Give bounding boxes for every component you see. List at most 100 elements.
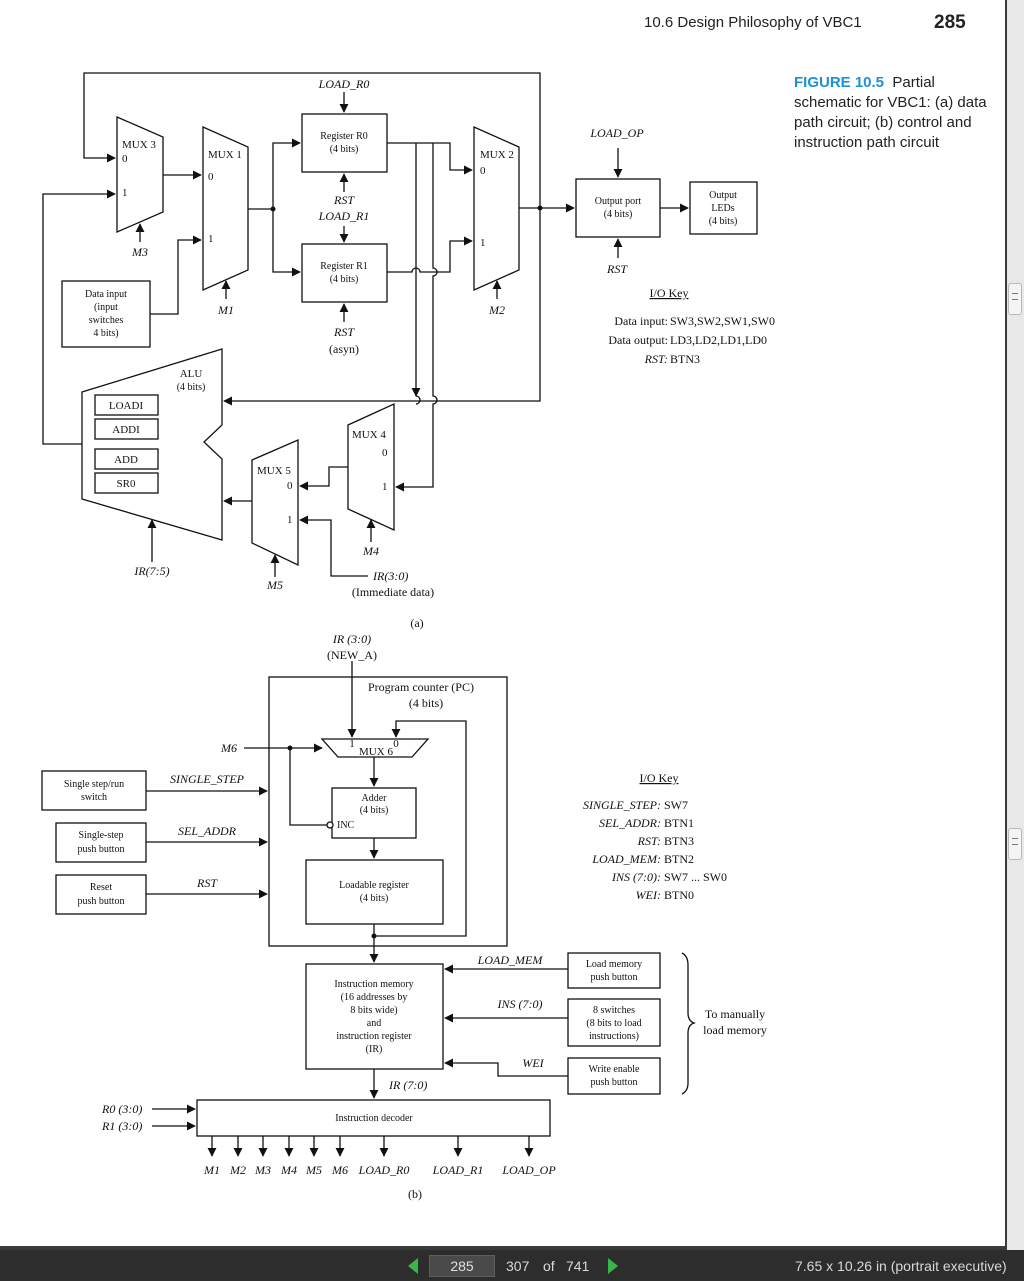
io-key-b-v3: BTN2 [664, 852, 694, 866]
running-head: 10.6 Design Philosophy of VBC1 [644, 14, 862, 31]
output-leds-l3: (4 bits) [709, 216, 738, 227]
asyn-label: (asyn) [329, 342, 359, 356]
bottom-toolbar: 307 of 741 7.65 x 10.26 in (portrait exe… [0, 1250, 1024, 1281]
load-r0-label: LOAD_R0 [318, 77, 370, 91]
alu-op-addi: ADDI [112, 424, 140, 436]
figure-label: FIGURE 10.5 [794, 74, 885, 91]
manual-l1: To manually [705, 1007, 765, 1021]
pdf-page: 10.6 Design Philosophy of VBC1 285 FIGUR… [0, 0, 1005, 1246]
vertical-scrollbar[interactable] [1007, 0, 1024, 1250]
page-number-input[interactable] [429, 1255, 495, 1277]
m5-label: M5 [266, 578, 283, 592]
mux5-label: MUX 5 [257, 465, 291, 477]
memory-brace [681, 952, 697, 1095]
data-input-l4: 4 bits) [93, 328, 118, 339]
output-leds-l2: LEDs [711, 203, 734, 214]
io-key-b-v4: SW7 ... SW0 [664, 870, 727, 884]
switches-box-l3: instructions) [589, 1031, 639, 1042]
ir30-label: IR(3:0) [372, 569, 408, 583]
output-leds: Output LEDs (4 bits) [689, 181, 758, 235]
mux6-in1: 1 [349, 738, 355, 750]
next-page-arrow-icon[interactable] [608, 1258, 618, 1274]
io-key-b-k2: RST: [637, 834, 661, 848]
physical-page-number: 307 [506, 1258, 530, 1274]
mux2: MUX 2 0 1 [473, 125, 520, 292]
data-input-box: Data input (input switches 4 bits) [61, 280, 151, 348]
mux5-in0: 0 [287, 480, 293, 492]
mux2-in0: 0 [480, 165, 486, 177]
io-key-a-k0: Data input: [614, 314, 668, 328]
imem-l3: 8 bits wide) [350, 1005, 397, 1016]
pc-label: Program counter (PC) [368, 680, 474, 694]
mux4-in0: 0 [382, 447, 388, 459]
data-input-l2: (input [94, 302, 118, 313]
io-key-b-v0: SW7 [664, 798, 688, 812]
ir-newa-label: IR (3:0) [332, 632, 371, 646]
alu-op-loadi: LOADI [109, 400, 144, 412]
load-mem-label: LOAD_MEM [477, 953, 544, 967]
io-key-b-k4: INS (7:0): [611, 870, 661, 884]
program-counter: Program counter (PC) (4 bits) [268, 676, 508, 947]
output-port: Output port (4 bits) [575, 178, 661, 238]
immediate-label: (Immediate data) [352, 585, 434, 599]
control-input-boxes: Single step/run switch Single-step push … [41, 770, 147, 915]
io-key-a: I/O Key Data input: SW3,SW2,SW1,SW0 Data… [608, 286, 775, 366]
out-load-op: LOAD_OP [501, 1163, 556, 1177]
alu-op-sr0: SR0 [117, 478, 136, 490]
mux3-label: MUX 3 [122, 139, 156, 151]
out-m5: M5 [305, 1163, 322, 1177]
prev-page-arrow-icon[interactable] [408, 1258, 418, 1274]
sublabel-b: (b) [408, 1187, 422, 1201]
single-step-box-l2: switch [81, 792, 107, 803]
mux1: MUX 1 0 1 [202, 125, 249, 292]
document-viewer: 10.6 Design Philosophy of VBC1 285 FIGUR… [0, 0, 1024, 1250]
imem-l5: instruction register [336, 1031, 412, 1042]
mux3-in0: 0 [122, 153, 128, 165]
wires-b [146, 661, 568, 1157]
out-load-r1: LOAD_R1 [432, 1163, 484, 1177]
io-key-a-k2: RST: [644, 352, 668, 366]
mux4: MUX 4 0 1 [347, 402, 395, 532]
alu-op-add: ADD [114, 454, 138, 466]
imem-l6: (IR) [366, 1044, 383, 1055]
out-m3: M3 [254, 1163, 271, 1177]
sel-addr-box-l2: push button [78, 844, 125, 855]
out-m2: M2 [229, 1163, 246, 1177]
io-key-a-v0: SW3,SW2,SW1,SW0 [670, 314, 775, 328]
newa-label: (NEW_A) [327, 648, 377, 662]
io-key-b-v1: BTN1 [664, 816, 694, 830]
instruction-memory: Instruction memory (16 addresses by 8 bi… [305, 963, 444, 1070]
io-key-b-k0: SINGLE_STEP: [583, 798, 661, 812]
m3-label: M3 [131, 245, 148, 259]
m1-label: M1 [217, 303, 234, 317]
scroll-thumb-upper[interactable] [1008, 283, 1022, 315]
mux3-in1: 1 [122, 187, 128, 199]
figure-caption: FIGURE 10.5 Partial schematic for VBC1: … [794, 73, 994, 153]
register-r1: Register R1 (4 bits) [301, 243, 388, 303]
r0-in-label: R0 (3:0) [101, 1102, 142, 1116]
out-load-r0: LOAD_R0 [358, 1163, 410, 1177]
switches-box-l1: 8 switches [593, 1005, 635, 1016]
load-mem-box-l1: Load memory [586, 959, 642, 970]
figure-caption-text: Partial schematic for VBC1: (a) data pat… [794, 74, 987, 151]
alu: ALU (4 bits) LOADI ADDI ADD SR0 [81, 348, 223, 541]
out-m6: M6 [331, 1163, 348, 1177]
mux6-in0: 0 [393, 738, 399, 750]
io-key-b-v2: BTN3 [664, 834, 694, 848]
load-r1-label: LOAD_R1 [318, 209, 370, 223]
mux2-label: MUX 2 [480, 149, 514, 161]
mux2-in1: 1 [480, 237, 486, 249]
sublabel-a: (a) [410, 616, 423, 630]
out-m4: M4 [280, 1163, 297, 1177]
output-port-bits: (4 bits) [604, 209, 633, 220]
reg-r0-bits: (4 bits) [330, 144, 359, 155]
single-step-box-l1: Single step/run [64, 779, 124, 790]
data-input-l3: switches [89, 315, 124, 326]
scroll-thumb-lower[interactable] [1008, 828, 1022, 860]
rst-r1-label: RST [333, 325, 355, 339]
data-input-l1: Data input [85, 289, 127, 300]
output-port-label: Output port [595, 196, 642, 207]
pc-bits: (4 bits) [409, 696, 443, 710]
m6-label: M6 [220, 741, 237, 755]
io-key-b: I/O Key SINGLE_STEP: SW7 SEL_ADDR: BTN1 … [583, 771, 727, 902]
